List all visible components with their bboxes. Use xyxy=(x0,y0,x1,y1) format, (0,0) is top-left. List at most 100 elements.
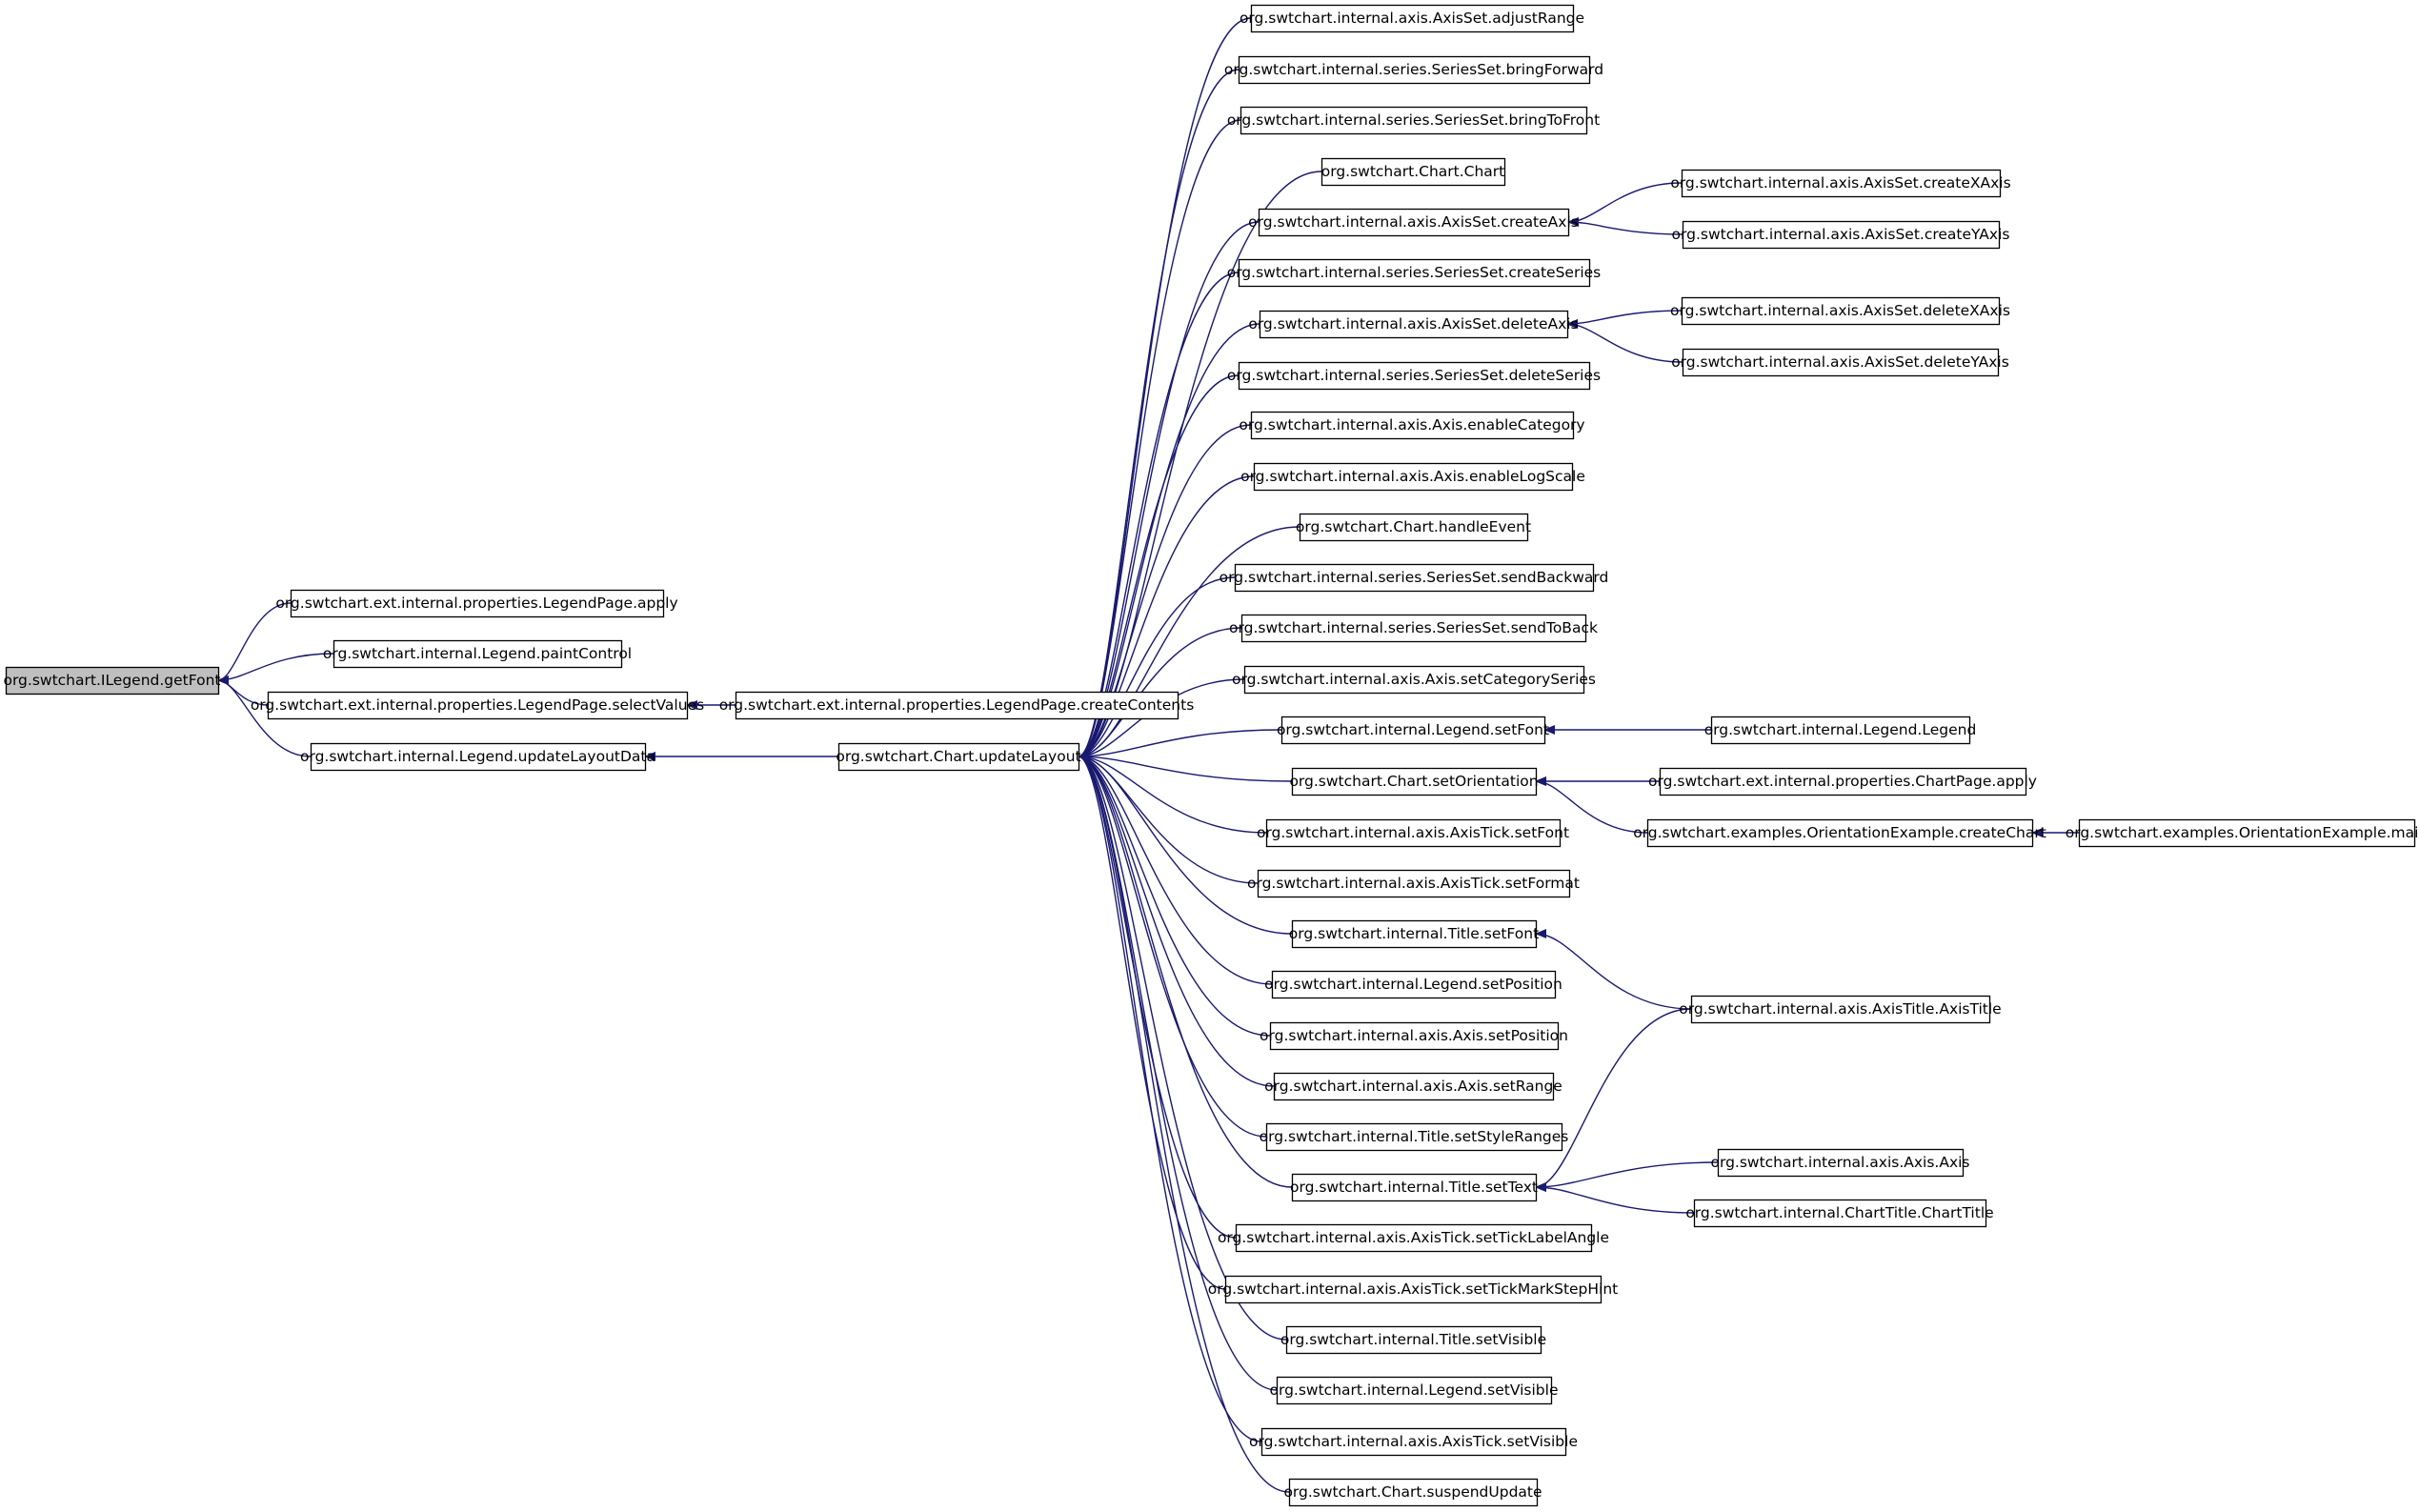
node-title-set-font[interactable]: org.swtchart.internal.Title.setFont xyxy=(1289,919,1539,949)
node-label: org.swtchart.internal.Legend.Legend xyxy=(1704,721,1977,738)
node-title-set-text[interactable]: org.swtchart.internal.Title.setText xyxy=(1290,1173,1538,1202)
node-oe-main[interactable]: org.swtchart.examples.OrientationExample… xyxy=(2066,818,2419,848)
node-update-layout[interactable]: org.swtchart.Chart.updateLayout xyxy=(836,742,1081,772)
node-adjust-range[interactable]: org.swtchart.internal.axis.AxisSet.adjus… xyxy=(1240,4,1584,33)
node-axis-title[interactable]: org.swtchart.internal.axis.AxisTitle.Axi… xyxy=(1679,995,2002,1024)
node-set-style-ranges[interactable]: org.swtchart.internal.Title.setStyleRang… xyxy=(1260,1122,1569,1152)
node-label: org.swtchart.internal.series.SeriesSet.s… xyxy=(1220,569,1609,586)
node-paint-control[interactable]: org.swtchart.internal.Legend.paintContro… xyxy=(323,639,632,669)
node-create-xaxis[interactable]: org.swtchart.internal.axis.AxisSet.creat… xyxy=(1670,169,2011,198)
node-get-font[interactable]: org.swtchart.ILegend.getFont xyxy=(3,666,221,696)
node-enable-category[interactable]: org.swtchart.internal.axis.Axis.enableCa… xyxy=(1239,411,1585,440)
node-legend-set-position[interactable]: org.swtchart.internal.Legend.setPosition xyxy=(1264,970,1562,999)
edge-delete-xaxis-to-delete-axis xyxy=(1566,310,1683,329)
node-label: org.swtchart.Chart.suspendUpdate xyxy=(1283,1483,1542,1501)
node-title-set-visible[interactable]: org.swtchart.internal.Title.setVisible xyxy=(1280,1325,1546,1355)
node-suspend-update[interactable]: org.swtchart.Chart.suspendUpdate xyxy=(1283,1478,1542,1507)
edge-delete-yaxis-to-delete-axis xyxy=(1566,319,1683,363)
node-box xyxy=(1243,665,1585,695)
node-label: org.swtchart.Chart.setOrientation xyxy=(1289,773,1538,790)
edge-create-axis-to-update-layout xyxy=(1078,221,1260,761)
node-axis-set-position[interactable]: org.swtchart.internal.axis.Axis.setPosit… xyxy=(1260,1021,1568,1051)
node-create-yaxis[interactable]: org.swtchart.internal.axis.AxisSet.creat… xyxy=(1672,220,2010,250)
node-box xyxy=(837,742,1080,772)
node-update-layout-data[interactable]: org.swtchart.internal.Legend.updateLayou… xyxy=(300,742,655,772)
node-delete-axis[interactable]: org.swtchart.internal.axis.AxisSet.delet… xyxy=(1248,310,1579,339)
edge-legend-set-font-to-update-layout xyxy=(1078,729,1282,761)
node-label: org.swtchart.internal.axis.AxisTitle.Axi… xyxy=(1679,1000,2001,1018)
edge-set-tick-label-angle-to-update-layout xyxy=(1078,752,1237,1239)
node-oe-create-chart[interactable]: org.swtchart.examples.OrientationExample… xyxy=(1633,818,2046,848)
node-send-to-back[interactable]: org.swtchart.internal.series.SeriesSet.s… xyxy=(1229,614,1598,643)
node-label: org.swtchart.internal.Title.setVisible xyxy=(1280,1331,1546,1348)
nodes-layer: org.swtchart.ILegend.getFont org.swtchart… xyxy=(3,4,2419,1507)
node-enable-log-scale[interactable]: org.swtchart.internal.axis.Axis.enableLo… xyxy=(1240,462,1585,492)
node-box xyxy=(310,742,647,772)
node-tick-set-visible[interactable]: org.swtchart.internal.axis.AxisTick.setV… xyxy=(1249,1427,1578,1457)
edge-create-xaxis-to-create-axis xyxy=(1567,182,1683,227)
node-chart-page-apply[interactable]: org.swtchart.ext.internal.properties.Cha… xyxy=(1648,767,2037,796)
edge-enable-log-scale-to-update-layout xyxy=(1078,475,1255,761)
node-label: org.swtchart.internal.series.SeriesSet.b… xyxy=(1224,61,1603,78)
node-bring-to-front[interactable]: org.swtchart.internal.series.SeriesSet.b… xyxy=(1227,106,1600,135)
node-label: org.swtchart.internal.axis.AxisSet.delet… xyxy=(1671,353,2009,371)
node-delete-yaxis[interactable]: org.swtchart.internal.axis.AxisSet.delet… xyxy=(1671,348,2009,377)
node-set-tick-label-angle[interactable]: org.swtchart.internal.axis.AxisTick.setT… xyxy=(1218,1223,1609,1253)
node-box xyxy=(1280,716,1546,745)
node-create-axis[interactable]: org.swtchart.internal.axis.AxisSet.creat… xyxy=(1248,208,1579,237)
node-tick-set-font[interactable]: org.swtchart.internal.axis.AxisTick.setF… xyxy=(1257,818,1569,848)
node-label: org.swtchart.internal.axis.AxisTick.setF… xyxy=(1257,824,1569,841)
node-box xyxy=(735,691,1179,720)
edge-axis-axis-to-title-set-text xyxy=(1535,1161,1719,1192)
node-label: org.swtchart.internal.axis.AxisTick.setV… xyxy=(1249,1433,1578,1450)
node-label: org.swtchart.internal.axis.AxisTick.setT… xyxy=(1218,1229,1609,1246)
node-box xyxy=(1265,818,1562,848)
node-label: org.swtchart.internal.axis.AxisSet.creat… xyxy=(1670,174,2010,192)
node-chart-title[interactable]: org.swtchart.internal.ChartTitle.ChartTi… xyxy=(1685,1199,1994,1228)
node-label: org.swtchart.internal.axis.AxisTick.setF… xyxy=(1247,875,1580,892)
node-select-values[interactable]: org.swtchart.ext.internal.properties.Leg… xyxy=(251,691,704,720)
node-box xyxy=(1269,1021,1560,1051)
node-delete-series[interactable]: org.swtchart.internal.series.SeriesSet.d… xyxy=(1227,361,1601,391)
node-tick-set-format[interactable]: org.swtchart.internal.axis.AxisTick.setF… xyxy=(1247,869,1580,898)
edge-chart-title-to-title-set-text xyxy=(1535,1182,1695,1214)
node-create-series[interactable]: org.swtchart.internal.series.SeriesSet.c… xyxy=(1227,258,1602,288)
node-box xyxy=(1273,1072,1555,1101)
node-legend-legend[interactable]: org.swtchart.internal.Legend.Legend xyxy=(1704,716,1977,745)
node-box xyxy=(1291,919,1538,949)
node-box xyxy=(1681,296,2001,326)
node-label: org.swtchart.internal.series.SeriesSet.s… xyxy=(1229,619,1598,636)
edge-create-yaxis-to-create-axis xyxy=(1567,217,1683,235)
edge-adjust-range-to-update-layout xyxy=(1078,17,1252,761)
node-set-category-series[interactable]: org.swtchart.internal.axis.Axis.setCateg… xyxy=(1232,665,1596,695)
node-box xyxy=(1250,4,1575,33)
node-label: org.swtchart.internal.axis.AxisSet.creat… xyxy=(1672,226,2010,243)
edge-bring-forward-to-update-layout xyxy=(1078,69,1240,761)
node-legend-set-font[interactable]: org.swtchart.internal.Legend.setFont xyxy=(1277,716,1549,745)
node-set-orientation[interactable]: org.swtchart.Chart.setOrientation xyxy=(1289,767,1539,796)
node-delete-xaxis[interactable]: org.swtchart.internal.axis.AxisSet.delet… xyxy=(1670,296,2010,326)
node-box xyxy=(1238,55,1591,85)
node-box xyxy=(1320,157,1506,187)
node-chart-chart[interactable]: org.swtchart.Chart.Chart xyxy=(1320,157,1506,187)
node-label: org.swtchart.internal.Title.setText xyxy=(1290,1179,1538,1196)
node-set-tick-mark-step-hint[interactable]: org.swtchart.internal.axis.AxisTick.setT… xyxy=(1208,1275,1619,1304)
node-lp-apply[interactable]: org.swtchart.ext.internal.properties.Leg… xyxy=(275,589,678,618)
node-axis-set-range[interactable]: org.swtchart.internal.axis.Axis.setRange xyxy=(1264,1072,1562,1101)
node-box xyxy=(1681,169,2002,198)
edge-axis-title-to-title-set-font xyxy=(1535,929,1692,1010)
node-create-contents[interactable]: org.swtchart.ext.internal.properties.Leg… xyxy=(719,691,1195,720)
node-send-backward[interactable]: org.swtchart.internal.series.SeriesSet.s… xyxy=(1220,563,1609,593)
node-box xyxy=(2078,818,2416,848)
node-box xyxy=(1285,1325,1542,1355)
node-axis-axis[interactable]: org.swtchart.internal.axis.Axis.Axis xyxy=(1710,1148,1970,1178)
node-label: org.swtchart.ext.internal.properties.Leg… xyxy=(719,696,1195,714)
node-label: org.swtchart.internal.series.SeriesSet.d… xyxy=(1227,367,1601,384)
edge-send-backward-to-update-layout xyxy=(1078,576,1236,761)
node-label: org.swtchart.internal.axis.AxisSet.adjus… xyxy=(1240,10,1584,27)
node-bring-forward[interactable]: org.swtchart.internal.series.SeriesSet.b… xyxy=(1224,55,1603,85)
edge-enable-category-to-update-layout xyxy=(1078,424,1252,761)
node-handle-event[interactable]: org.swtchart.Chart.handleEvent xyxy=(1296,513,1531,542)
node-legend-set-visible[interactable]: org.swtchart.internal.Legend.setVisible xyxy=(1270,1376,1559,1405)
